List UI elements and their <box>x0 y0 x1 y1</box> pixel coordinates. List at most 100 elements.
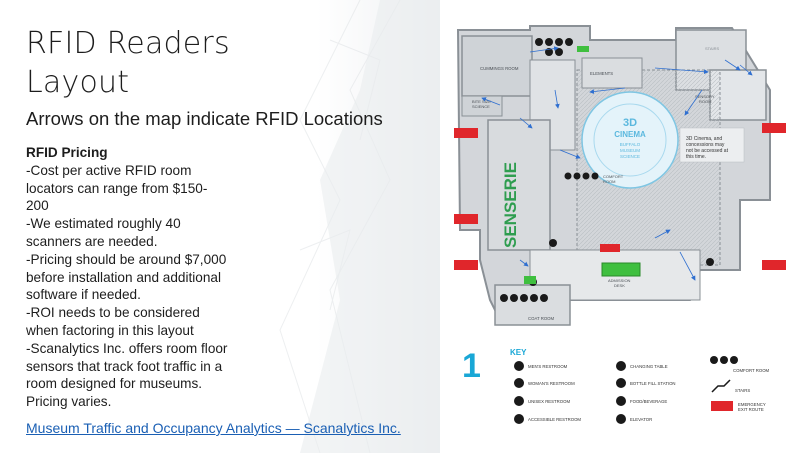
slide-title: RFID Readers Layout <box>26 24 230 102</box>
body-line: when factoring in this layout <box>26 322 194 338</box>
rfid-arrow <box>519 259 529 267</box>
rfid-arrow <box>724 59 741 71</box>
note-line: 3D Cinema, and <box>686 136 722 142</box>
floor-number: 1 <box>462 347 481 385</box>
map-legend: 1 KEY MEN'S RESTROOM WOMAN'S RESTROOM UN… <box>462 336 806 436</box>
note-line: concessions may <box>686 142 725 148</box>
rfid-arrow <box>654 229 671 239</box>
comfort-room-icon <box>710 356 718 364</box>
emergency-exit-icon <box>711 401 733 411</box>
rfid-arrow <box>554 89 560 109</box>
key-title: KEY <box>510 348 527 357</box>
cinema-note: 3D Cinema, and concessions may not be ac… <box>679 127 745 163</box>
emergency-exit-icon <box>762 123 786 133</box>
body-line: locators can range from $150- <box>26 180 208 196</box>
room-label-bite-2: SCIENCE <box>472 104 490 109</box>
restroom-icons-top <box>535 38 573 56</box>
key-comfort: COMFORT ROOM <box>733 368 770 373</box>
pricing-heading: RFID Pricing <box>26 145 108 160</box>
key-exit-2: EXIT ROUTE <box>738 407 764 412</box>
emergency-exit-icon <box>454 260 478 270</box>
rfid-arrow <box>519 117 533 129</box>
body-line: room designed for museums. <box>26 376 203 392</box>
floor-map: 3D CINEMA BUFFALO MUSEUM SCIENCE SENSERI… <box>440 0 806 453</box>
body-line: -Cost per active RFID room <box>26 162 192 178</box>
key-stairs: STAIRS <box>735 388 750 393</box>
comfort-icons <box>564 172 599 180</box>
cinema-label-2: CINEMA <box>614 130 646 139</box>
note-line: not be accessed at <box>686 148 729 154</box>
cinema-label-3: BUFFALO <box>620 142 641 147</box>
room-label-elements: ELEMENTS <box>590 71 613 76</box>
senserie-graphic: SENSERIE <box>501 162 520 248</box>
key-bottle: BOTTLE FILL STATION <box>630 381 676 386</box>
emergency-exit-icon <box>454 214 478 224</box>
cinema-label-5: SCIENCE <box>620 154 640 159</box>
green-marker <box>524 276 536 284</box>
slide-subtitle: Arrows on the map indicate RFID Location… <box>26 108 383 129</box>
body-line: Pricing varies. <box>26 394 112 410</box>
body-line: scanners are needed. <box>26 233 158 249</box>
key-accessible: ACCESSIBLE RESTROOM <box>528 417 581 422</box>
emergency-exit-icon <box>454 128 478 138</box>
changing-table-icon <box>616 361 626 371</box>
rfid-arrows <box>481 46 753 281</box>
body-line: 200 <box>26 198 49 214</box>
admission-desk-marker <box>601 262 641 277</box>
body-line: software if needed. <box>26 287 141 303</box>
note-line: this time. <box>686 154 706 160</box>
emergency-exit-icon <box>600 244 620 252</box>
key-changing: CHANGING TABLE <box>630 364 668 369</box>
room-label-admission-1: ADMISSION <box>608 278 631 283</box>
body-line: -We estimated roughly 40 <box>26 216 181 232</box>
key-exit-1: EMERGENCY <box>738 402 766 407</box>
senserie-label: SENSERIE <box>501 162 520 248</box>
rfid-arrow <box>684 89 703 116</box>
emergency-exit-icon <box>762 260 786 270</box>
room-label-coat: COAT ROOM <box>528 316 555 321</box>
exit-signs <box>454 123 786 270</box>
key-womens: WOMAN'S RESTROOM <box>528 381 575 386</box>
body-line: -Pricing should be around $7,000 <box>26 251 227 267</box>
room-label-stairs: STAIRS <box>705 46 719 51</box>
body-line: -ROI needs to be considered <box>26 305 200 321</box>
rfid-arrow <box>654 67 709 75</box>
key-mens: MEN'S RESTROOM <box>528 364 568 369</box>
cinema-dome: 3D CINEMA BUFFALO MUSEUM SCIENCE <box>581 91 679 189</box>
room-label-sensory-2: ROOM <box>699 99 711 104</box>
body-line: -Scanalytics Inc. offers room floor <box>26 340 228 356</box>
unisex-restroom-icon <box>514 396 524 406</box>
title-line-2: Layout <box>26 65 130 100</box>
cinema-label-1: 3D <box>623 117 637 129</box>
elevator-icon <box>616 414 626 424</box>
stairs-icon <box>711 379 731 393</box>
scanalytics-link[interactable]: Museum Traffic and Occupancy Analytics —… <box>26 420 401 436</box>
room-label-sensory-1: SENSORY <box>695 94 715 99</box>
room-label-comfort-2: ROOM <box>603 179 615 184</box>
room-label-admission-2: DESK <box>614 283 625 288</box>
comfort-room-icon <box>720 356 728 364</box>
rfid-arrow <box>739 64 753 76</box>
comfort-room-icon <box>730 356 738 364</box>
body-line: sensors that track foot traffic in a <box>26 358 223 374</box>
room-label-cummings: CUMMINGS ROOM <box>480 66 519 71</box>
rfid-arrow <box>559 149 581 159</box>
food-beverage-icon <box>616 396 626 406</box>
accessible-restroom-icon <box>514 414 524 424</box>
rfid-arrow <box>529 46 559 53</box>
pricing-text-block: RFID Pricing -Cost per active RFID room … <box>26 144 258 411</box>
key-unisex: UNISEX RESTROOM <box>528 399 570 404</box>
room-label-comfort-1: COMFORT <box>603 174 624 179</box>
rfid-arrow <box>679 251 696 281</box>
key-elevator: ELEVATOR <box>630 417 652 422</box>
title-line-1: RFID Readers <box>26 26 230 61</box>
restroom-icons-lower <box>500 294 548 302</box>
cinema-label-4: MUSEUM <box>620 148 640 153</box>
green-marker <box>577 46 589 52</box>
texture-background <box>0 0 440 453</box>
key-food: FOOD/BEVERAGE <box>630 399 667 404</box>
womens-restroom-icon <box>514 378 524 388</box>
body-line: before installation and additional <box>26 269 221 285</box>
rfid-arrow <box>481 97 501 106</box>
